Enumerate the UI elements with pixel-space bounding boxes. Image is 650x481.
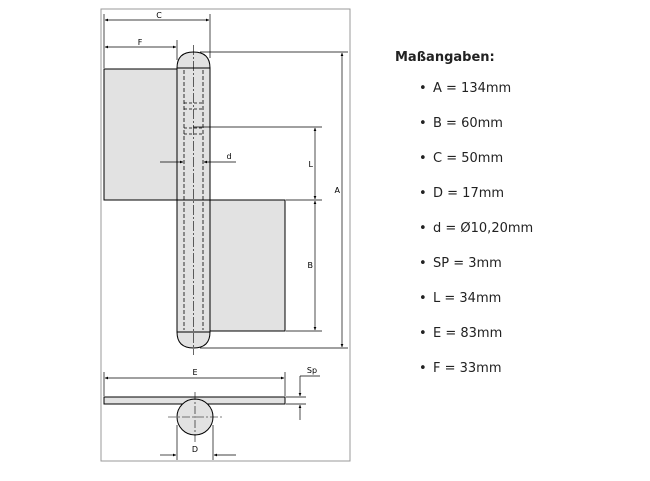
drawing-frame bbox=[100, 8, 351, 462]
spec-item-c: • C = 50mm bbox=[385, 149, 635, 184]
spec-item-d: • D = 17mm bbox=[385, 184, 635, 219]
spec-item-sp: • SP = 3mm bbox=[385, 254, 635, 289]
spec-item-small-d: • d = Ø10,20mm bbox=[385, 219, 635, 254]
spec-text: D = 17mm bbox=[433, 186, 505, 201]
dimension-c: C bbox=[103, 11, 211, 68]
spec-text: d = Ø10,20mm bbox=[433, 221, 534, 236]
hinge-barrel bbox=[176, 45, 211, 355]
spec-item-f: • F = 33mm bbox=[385, 359, 635, 394]
spec-list: • A = 134mm • B = 60mm • C = 50mm • D = 17mm… bbox=[385, 79, 635, 394]
dimension-l: L bbox=[193, 126, 322, 201]
bullet-icon: • bbox=[419, 186, 427, 201]
bullet-icon: • bbox=[419, 291, 427, 306]
barrel-top-view bbox=[168, 392, 222, 442]
dimension-b: B bbox=[286, 200, 322, 332]
label-b: B bbox=[308, 261, 314, 270]
label-small-d: d bbox=[226, 152, 231, 161]
label-a: A bbox=[335, 186, 341, 195]
bullet-icon: • bbox=[419, 116, 427, 131]
dimension-f: F bbox=[104, 38, 178, 60]
dimension-small-d: d bbox=[160, 152, 236, 164]
dimension-e: E bbox=[103, 368, 286, 396]
label-d: D bbox=[192, 445, 198, 454]
spec-text: SP = 3mm bbox=[433, 256, 502, 271]
spec-item-b: • B = 60mm bbox=[385, 114, 635, 149]
spec-panel: Maßangaben: • A = 134mm • B = 60mm • C = 50… bbox=[385, 50, 635, 394]
spec-text: B = 60mm bbox=[433, 116, 503, 131]
bullet-icon: • bbox=[419, 81, 427, 96]
spec-heading: Maßangaben: bbox=[395, 50, 495, 65]
spec-item-a: • A = 134mm bbox=[385, 79, 635, 114]
bullet-icon: • bbox=[419, 256, 427, 271]
label-l: L bbox=[309, 160, 314, 169]
dimension-d: D bbox=[160, 425, 236, 460]
upper-leaf bbox=[103, 68, 178, 201]
label-e: E bbox=[192, 368, 197, 377]
label-f: F bbox=[138, 38, 143, 47]
bullet-icon: • bbox=[419, 326, 427, 341]
label-c: C bbox=[156, 11, 162, 20]
dimension-a: A bbox=[200, 51, 348, 349]
spec-item-e: • E = 83mm bbox=[385, 324, 635, 359]
label-sp: Sp bbox=[307, 366, 317, 375]
lower-leaf bbox=[209, 199, 286, 332]
spec-text: A = 134mm bbox=[433, 81, 512, 96]
bullet-icon: • bbox=[419, 221, 427, 236]
spec-text: F = 33mm bbox=[433, 361, 502, 376]
spec-text: C = 50mm bbox=[433, 151, 504, 166]
dimension-sp: Sp bbox=[286, 366, 320, 420]
bullet-icon: • bbox=[419, 151, 427, 166]
spec-text: L = 34mm bbox=[433, 291, 502, 306]
spec-item-l: • L = 34mm bbox=[385, 289, 635, 324]
spec-text: E = 83mm bbox=[433, 326, 503, 341]
bullet-icon: • bbox=[419, 361, 427, 376]
